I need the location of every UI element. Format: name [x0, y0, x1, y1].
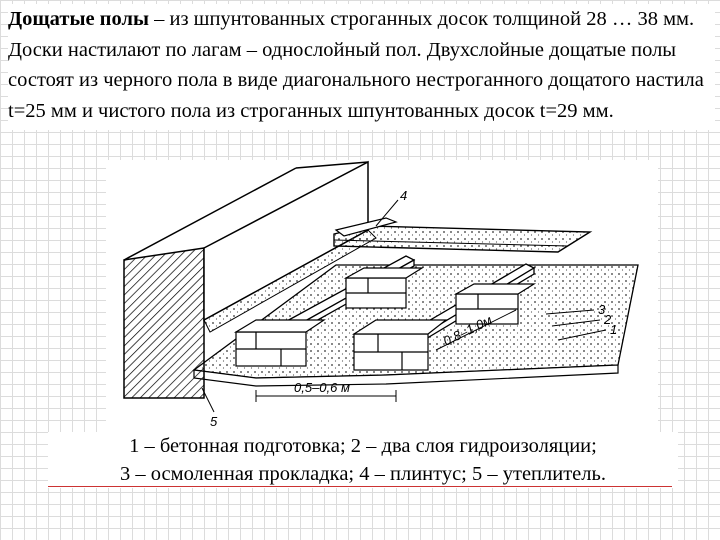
base-front-edge — [193, 364, 619, 387]
caption-line-2: 3 – осмоленная прокладка; 4 – плинтус; 5… — [120, 463, 606, 485]
drawing-svg: 4 1 2 3 5 0,5–0,6 м 0,8–1,0м — [123, 160, 639, 429]
intro-text: – из шпунтованных строганных досок толщи… — [8, 8, 704, 122]
dimension-spacing: 0,5–0,6 м — [294, 380, 350, 395]
intro-paragraph: Дощатые полы – из шпунтованных строганны… — [8, 4, 715, 130]
caption-underline — [48, 486, 672, 487]
figure-caption: 1 – бетонная подготовка; 2 – два слоя ги… — [48, 432, 678, 488]
label-5: 5 — [210, 414, 218, 429]
wall-section — [123, 247, 205, 399]
floor-boards — [333, 225, 593, 253]
brick-posts — [233, 267, 537, 371]
leader-lines — [201, 199, 607, 413]
intro-term: Дощатые полы — [8, 8, 149, 30]
wall-top-edge — [123, 167, 297, 261]
floor-construction-drawing: 4 1 2 3 5 0,5–0,6 м 0,8–1,0м — [106, 160, 658, 432]
dimension-lines — [255, 309, 517, 402]
caption-line-1: 1 – бетонная подготовка; 2 – два слоя ги… — [129, 435, 597, 457]
plinth — [334, 217, 398, 237]
label-2: 2 — [603, 312, 612, 327]
label-4: 4 — [400, 188, 407, 203]
label-3: 3 — [598, 302, 606, 317]
label-1: 1 — [610, 322, 617, 337]
